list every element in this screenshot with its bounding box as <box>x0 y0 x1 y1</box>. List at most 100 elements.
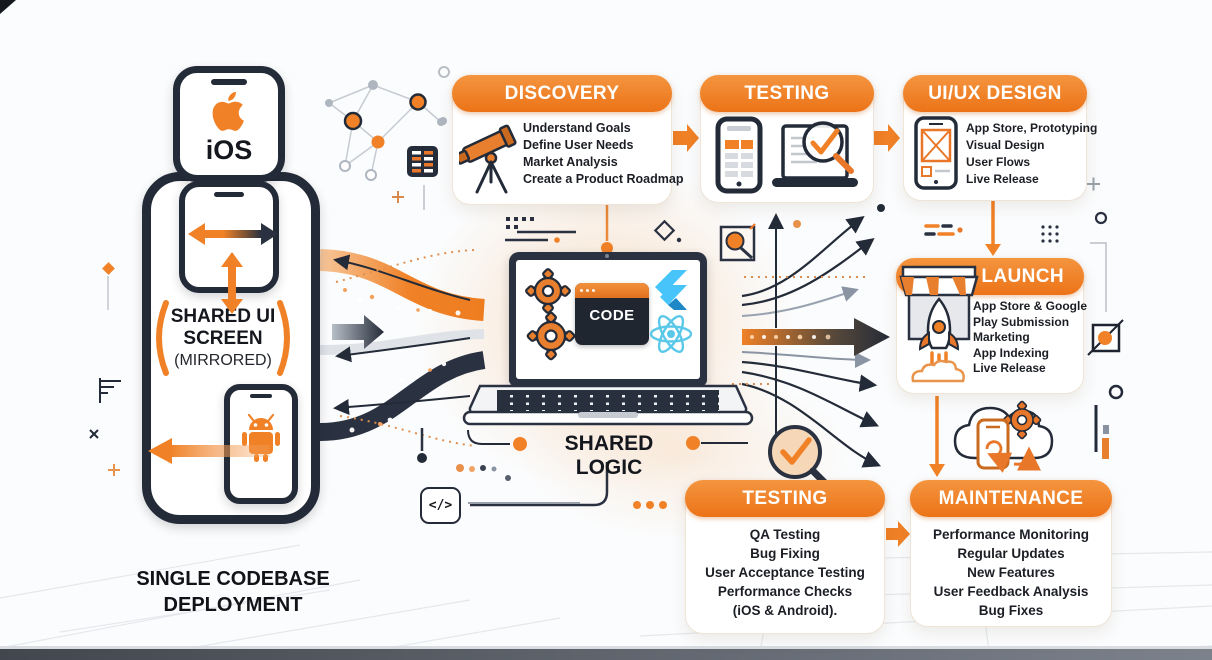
corner-notch <box>0 0 16 14</box>
testing-bottom-item: User Acceptance Testing <box>705 565 865 580</box>
apple-logo-icon <box>212 91 244 131</box>
launch-card: LAUNCH App Store & Google Play Submissio… <box>896 258 1087 394</box>
maintenance-item: Regular Updates <box>957 546 1065 561</box>
caption-line2: DEPLOYMENT <box>163 594 303 616</box>
uiux-card: UI/UX DESIGN App Store, Prototyping Visu… <box>903 75 1098 201</box>
shared-ui-line2: SCREEN <box>183 328 263 349</box>
discovery-item: Market Analysis <box>523 155 618 169</box>
wireframe-phone-icon <box>914 116 958 190</box>
shared-ui-text: SHARED UI SCREEN (MIRRORED) <box>152 306 294 371</box>
plus-mark-left-top <box>392 191 404 203</box>
bottom-band <box>0 649 1212 660</box>
ios-phone-notch <box>211 79 247 85</box>
uiux-card-title: UI/UX DESIGN <box>928 82 1062 104</box>
shared-ui-line3: (MIRRORED) <box>174 352 272 369</box>
testing-bottom-item: (iOS & Android). <box>732 603 838 618</box>
store-rocket-icon <box>899 265 979 383</box>
discovery-item: Create a Product Roadmap <box>523 172 684 186</box>
uiux-item: Visual Design <box>966 138 1045 152</box>
discovery-down-connector <box>601 201 613 254</box>
telescope-icon <box>459 124 517 194</box>
maintenance-items: Performance Monitoring Regular Updates N… <box>913 525 1109 620</box>
uiux-item: User Flows <box>966 155 1031 169</box>
launch-item: App Indexing <box>973 345 1049 360</box>
uiux-card-header: UI/UX DESIGN <box>903 75 1087 112</box>
discovery-card-title: DISCOVERY <box>504 82 620 104</box>
laptop-bottom-connectors <box>417 428 748 509</box>
testing-bottom-card: TESTING QA Testing Bug Fixing User Accep… <box>685 480 885 634</box>
testing-top-card: TESTING <box>700 75 874 203</box>
uiux-item: App Store, Prototyping <box>966 121 1098 135</box>
maintenance-item: New Features <box>967 565 1055 580</box>
testing-bottom-item: Performance Checks <box>717 584 853 599</box>
framed-magnifier-icon <box>719 223 756 262</box>
launch-item: Live Release <box>973 361 1046 375</box>
dash-cluster-b <box>924 224 963 236</box>
arrow-discovery-to-testing <box>673 124 699 152</box>
android-phone <box>224 384 298 504</box>
maintenance-card: MAINTENANCE Performance Monitoring Regul… <box>910 480 1112 627</box>
ios-phone: iOS <box>173 66 285 182</box>
arrow-launch-to-maintenance <box>929 396 945 477</box>
code-label: CODE <box>589 307 635 324</box>
dot-gray <box>439 117 447 125</box>
ios-label: iOS <box>205 135 253 165</box>
left-bracket <box>156 300 169 376</box>
discovery-item: Define User Needs <box>523 138 634 152</box>
discovery-card-header: DISCOVERY <box>452 75 672 112</box>
shared-logic-label: SHARED LOGIC <box>564 432 654 479</box>
flutter-logo-icon <box>655 270 687 310</box>
react-logo-icon <box>649 315 693 353</box>
maintenance-item: Performance Monitoring <box>932 527 1089 542</box>
right-bracket <box>277 300 290 376</box>
testing-bottom-card-title: TESTING <box>742 487 828 509</box>
diamond-icon <box>653 219 682 243</box>
left-flow-stream <box>319 249 486 447</box>
android-phone-notch <box>250 394 272 398</box>
testing-bottom-item: Bug Fixing <box>750 546 820 561</box>
testing-bottom-item: QA Testing <box>749 527 821 542</box>
bottom-band-edge <box>0 646 1212 649</box>
dot-ring <box>438 66 450 78</box>
code-window-titlebar <box>575 283 649 298</box>
right-flow-stream <box>732 204 890 468</box>
mirror-phone-notch <box>214 192 244 197</box>
testing-bottom-card-header: TESTING <box>685 480 885 517</box>
vertical-sync-arrow <box>221 252 243 314</box>
uiux-items: App Store, Prototyping Visual Design Use… <box>966 120 1098 188</box>
cloud-sync-icon <box>953 400 1054 473</box>
uiux-item: Live Release <box>966 172 1039 186</box>
testing-top-card-header: TESTING <box>700 75 874 112</box>
laptop-keyboard <box>497 390 719 411</box>
launch-card-title: LAUNCH <box>981 265 1064 287</box>
code-tag-icon: </> <box>420 487 461 524</box>
single-codebase-caption: SINGLE CODEBASE DEPLOYMENT <box>118 566 348 618</box>
android-left-arrow <box>148 438 270 464</box>
shared-ui-line1: SHARED UI <box>170 306 276 327</box>
testing-phone-icon <box>715 116 763 194</box>
discovery-card: DISCOVERY Understand Goals Define User N… <box>452 75 684 205</box>
arrow-testing-to-maintenance <box>886 521 910 547</box>
testing-laptop-magnifier-icon <box>772 121 858 187</box>
left-edge-decorations <box>89 262 121 476</box>
testing-top-card-title: TESTING <box>744 82 830 104</box>
discovery-item: Understand Goals <box>523 121 631 135</box>
launch-item: Marketing <box>973 330 1030 344</box>
dash-cluster-a <box>505 217 576 243</box>
maintenance-item: Bug Fixes <box>978 603 1044 618</box>
maintenance-item: User Feedback Analysis <box>933 584 1089 599</box>
dot-grid <box>1041 225 1059 243</box>
launch-item: App Store & Google <box>973 299 1087 313</box>
spreadsheet-icon <box>407 146 438 177</box>
caption-line1: SINGLE CODEBASE <box>136 568 330 590</box>
maintenance-card-header: MAINTENANCE <box>910 480 1112 517</box>
maintenance-card-title: MAINTENANCE <box>938 487 1084 509</box>
launch-item: Play Submission <box>973 314 1070 329</box>
network-graph-decoration <box>325 80 445 181</box>
code-window: CODE <box>575 283 649 345</box>
arrow-testing-to-uiux <box>874 124 900 152</box>
launch-items: App Store & Google Play Submission Marke… <box>973 299 1087 377</box>
laptop-camera-dot <box>605 254 609 258</box>
horizontal-sync-arrow <box>188 223 278 245</box>
